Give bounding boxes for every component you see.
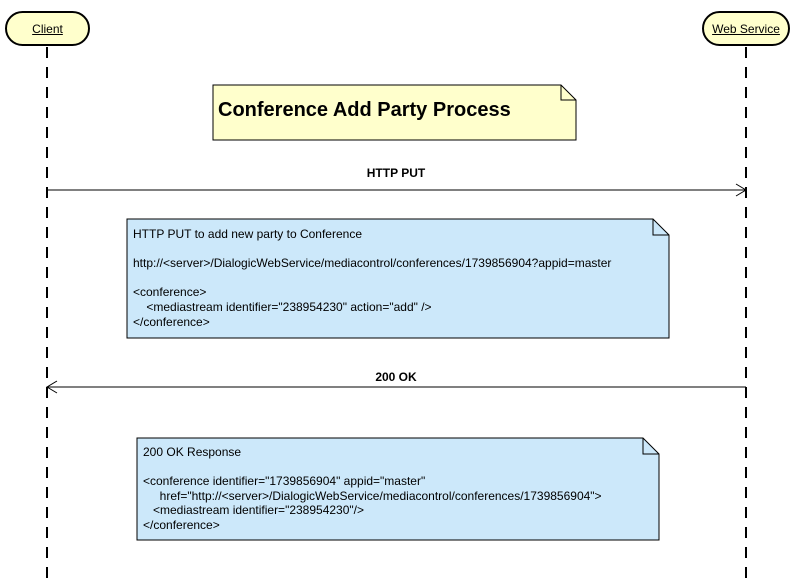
ok-label: 200 OK: [375, 370, 417, 384]
response-note: 200 OK Response <conference identifier="…: [143, 445, 602, 532]
request-note-shape: [126, 218, 670, 339]
http-put-label: HTTP PUT: [366, 166, 426, 180]
response-note-shape: [136, 437, 660, 541]
client-actor: Client: [5, 11, 90, 46]
title-note-shape: [212, 84, 577, 141]
ok-arrow: [46, 380, 746, 394]
http-put-arrow: [47, 183, 747, 197]
diagram-title: Conference Add Party Process: [218, 99, 511, 121]
web-service-actor: Web Service: [702, 11, 790, 46]
request-note: HTTP PUT to add new party to Conference …: [133, 227, 612, 329]
